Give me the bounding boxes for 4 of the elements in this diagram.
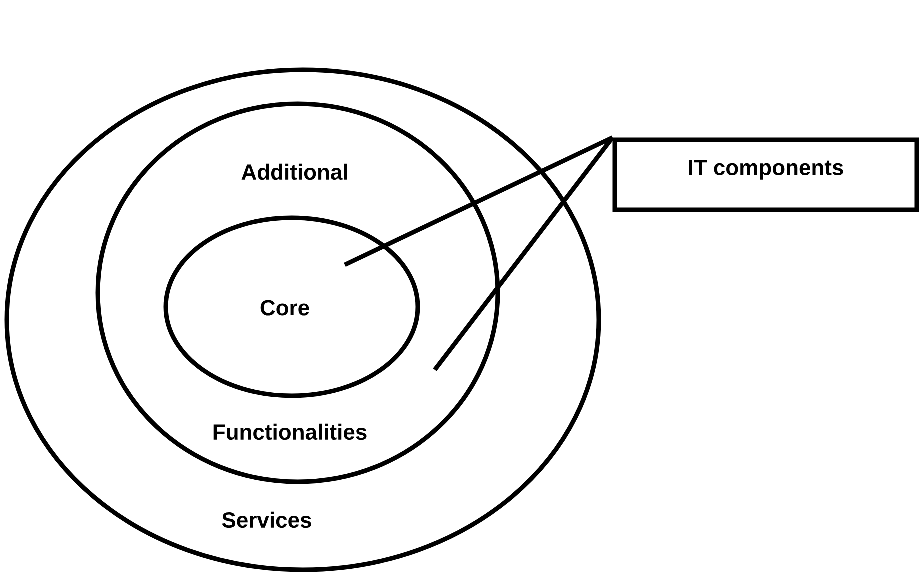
leader-line [433,136,615,372]
label-box: IT components [612,138,920,212]
leader-line [344,136,614,268]
ring: Core [164,216,420,398]
